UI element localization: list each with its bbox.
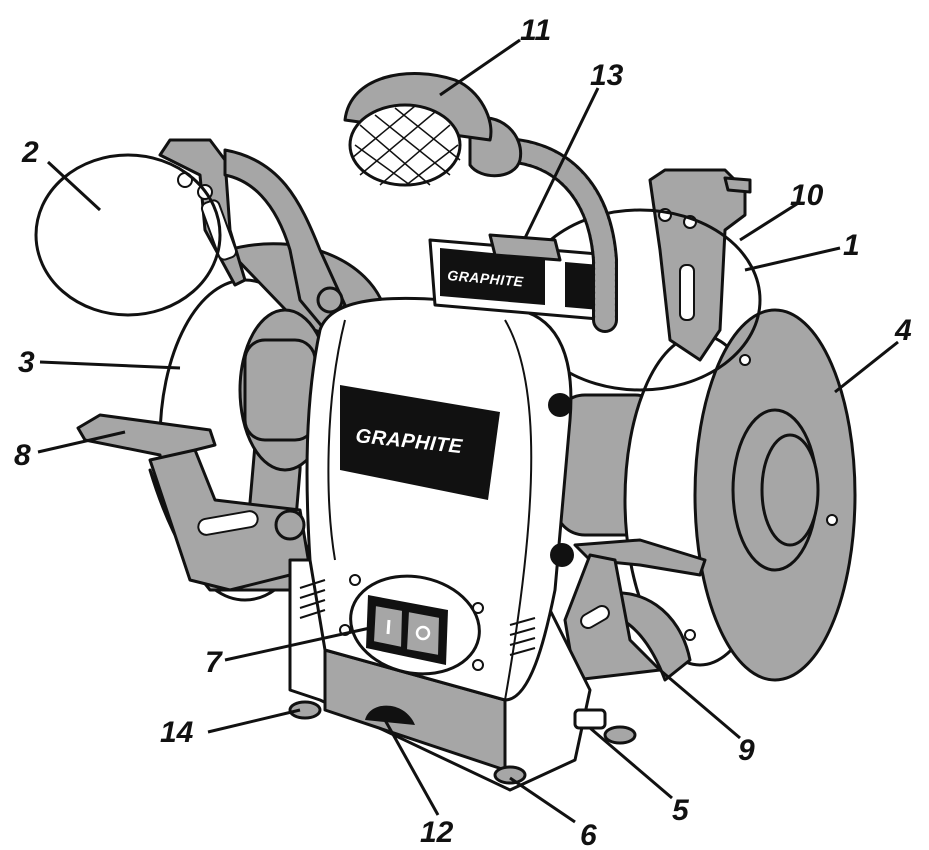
lamp-base-logo-plate — [440, 248, 545, 305]
leader-6 — [509, 776, 576, 824]
left-rest-slot — [197, 510, 259, 536]
right-bracket-slot — [679, 264, 695, 321]
leader-11 — [439, 38, 521, 97]
callout-1: 1 — [843, 229, 860, 262]
right-vent — [509, 617, 536, 656]
power-switch-off-mark — [415, 625, 431, 641]
leader-14 — [207, 708, 301, 734]
rubber-foot-right — [603, 725, 637, 745]
leader-2 — [46, 160, 102, 212]
switch-plate-screw-4 — [472, 659, 484, 671]
left-arbor — [243, 338, 317, 442]
lamp-gooseneck-fill — [490, 140, 615, 330]
right-rest-slot — [580, 605, 610, 629]
rubber-foot-front — [493, 765, 527, 785]
left-vent — [299, 579, 326, 619]
motor-body: GRAPHITE GRAPHITE — [288, 233, 637, 792]
left-rest-knob — [274, 509, 306, 541]
callout-3: 3 — [18, 346, 35, 379]
callout-7: 7 — [205, 646, 223, 679]
callout-8: 8 — [14, 439, 31, 472]
housing-logo-plate — [340, 385, 500, 500]
callout-9: 9 — [738, 734, 755, 767]
leader-4 — [834, 340, 899, 394]
right-bracket-tab — [723, 176, 752, 194]
work-lamp — [343, 72, 618, 333]
leader-13 — [523, 87, 600, 239]
leader-1 — [744, 246, 841, 272]
leader-7 — [224, 626, 371, 662]
lamp-grille — [348, 103, 462, 187]
left-arm-knob — [316, 286, 344, 314]
carry-handle-recess — [365, 705, 415, 725]
callout-6: 6 — [580, 819, 597, 850]
left-wheel-assembly — [34, 138, 387, 602]
right-guard-screw-1 — [739, 354, 751, 366]
callout-13: 13 — [590, 59, 624, 92]
callout-2: 2 — [21, 136, 39, 169]
leader-10 — [739, 200, 801, 242]
callout-14: 14 — [160, 716, 194, 749]
leader-3 — [39, 360, 181, 370]
leader-9 — [659, 668, 741, 740]
right-shield-bracket — [648, 168, 747, 362]
callout-12: 12 — [420, 816, 454, 849]
housing-side-contour — [504, 319, 533, 701]
rubber-foot-left — [288, 700, 322, 720]
leader-12 — [383, 719, 440, 816]
lamp-base-logo-text: GRAPHITE — [447, 267, 525, 290]
power-switch-off[interactable] — [404, 609, 442, 658]
housing-bolt-lower — [550, 543, 574, 567]
switch-plate-screw-2 — [472, 602, 484, 614]
right-wheel-assembly — [518, 168, 857, 682]
right-guard-screw-3 — [684, 629, 696, 641]
right-wheel-hub-inner — [760, 433, 820, 547]
callout-10: 10 — [790, 179, 824, 212]
lamp-switch[interactable] — [565, 262, 600, 310]
callout-numbers: 1 2 3 4 5 6 7 8 9 10 11 12 13 14 — [14, 14, 912, 850]
callout-11: 11 — [520, 14, 551, 47]
lamp-base-top — [488, 233, 562, 262]
mounting-hole — [573, 708, 607, 730]
right-guard-screw-2 — [826, 514, 838, 526]
switch-plate-screw-1 — [349, 574, 361, 586]
housing-bolt-upper — [548, 393, 572, 417]
leader-lines — [37, 38, 899, 824]
left-eye-shield — [34, 153, 222, 317]
power-switch-on-mark — [386, 619, 391, 635]
housing-left-contour — [327, 319, 346, 561]
leader-8 — [37, 430, 126, 454]
leader-5 — [589, 726, 673, 800]
lamp-grille-mesh — [351, 105, 461, 187]
callout-4: 4 — [894, 314, 912, 347]
callout-5: 5 — [672, 794, 690, 827]
